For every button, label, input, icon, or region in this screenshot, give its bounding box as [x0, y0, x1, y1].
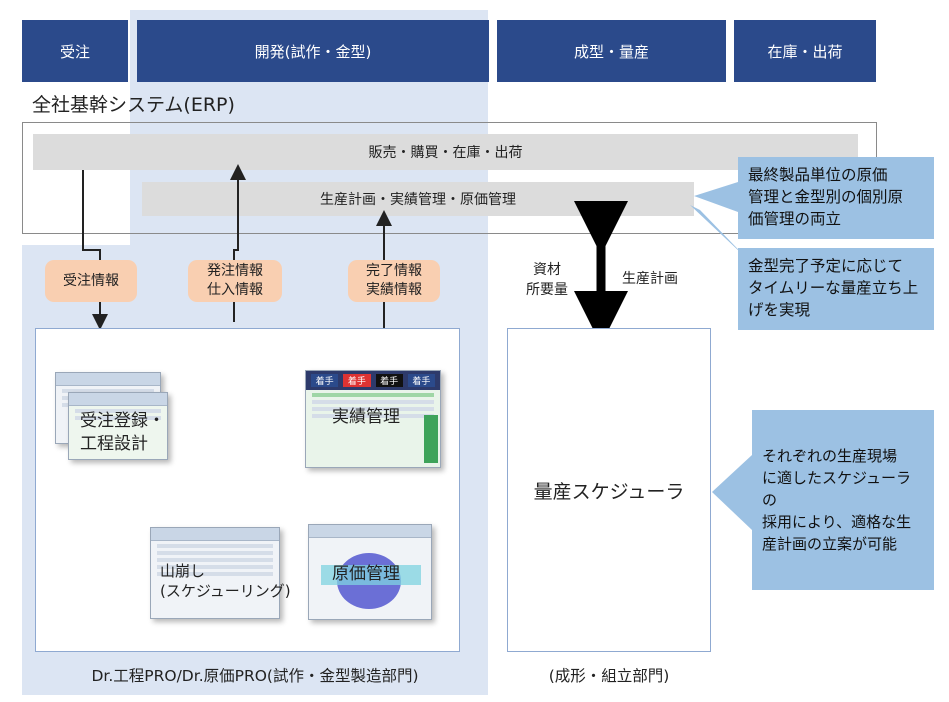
dept-header-order: 受注 [22, 20, 128, 82]
start-button: 着手 [375, 374, 403, 387]
erp-title: 全社基幹システム(ERP) [32, 94, 235, 116]
tag-completion-info: 完了情報 実績情報 [348, 260, 440, 302]
dept-header-shipping: 在庫・出荷 [734, 20, 876, 82]
caption-molding-dept: (成形・組立部門) [548, 667, 670, 685]
erp-planning-bar: 生産計画・実績管理・原価管理 [142, 182, 694, 216]
leveling-label: 山崩し (スケジューリング) [160, 562, 291, 600]
cost-label: 原価管理 [332, 564, 400, 584]
label-materials: 資材 所要量 [526, 262, 568, 298]
label-production-plan: 生産計画 [622, 271, 678, 287]
scheduler-box: 量産スケジューラ [507, 328, 711, 652]
callout-scheduler-pointer [712, 455, 752, 530]
actuals-label: 実績管理 [332, 407, 400, 427]
cost-screenshot [308, 524, 432, 620]
start-button: 着手 [343, 374, 371, 387]
actuals-screenshot: 着手 着手 着手 着手 [305, 370, 441, 468]
callout-scheduler: それぞれの生産現場 に適したスケジューラの 採用により、適格な生 産計画の立案が… [752, 410, 934, 590]
dept-header-molding: 成型・量産 [497, 20, 726, 82]
callout-cost-management: 最終製品単位の原価 管理と金型別の個別原 価管理の両立 [738, 157, 934, 239]
callout-cost-pointer [694, 182, 738, 212]
dept-header-development: 開発(試作・金型) [137, 20, 489, 82]
tag-order-info: 受注情報 [45, 260, 137, 302]
callout-timely-ramp: 金型完了予定に応じて タイムリーな量産立ち上 げを実現 [738, 248, 934, 330]
leveling-screenshot [150, 527, 280, 619]
order-entry-label: 受注登録・ 工程設計 [80, 411, 165, 454]
start-button: 着手 [311, 374, 339, 387]
scheduler-label: 量産スケジューラ [533, 480, 685, 503]
caption-dr-pro: Dr.工程PRO/Dr.原価PRO(試作・金型製造部門) [91, 667, 419, 685]
tag-purchase-info: 発注情報 仕入情報 [188, 260, 282, 302]
erp-sales-bar: 販売・購買・在庫・出荷 [33, 134, 858, 170]
start-button: 着手 [407, 374, 435, 387]
order-entry-screenshot-front [68, 392, 168, 460]
